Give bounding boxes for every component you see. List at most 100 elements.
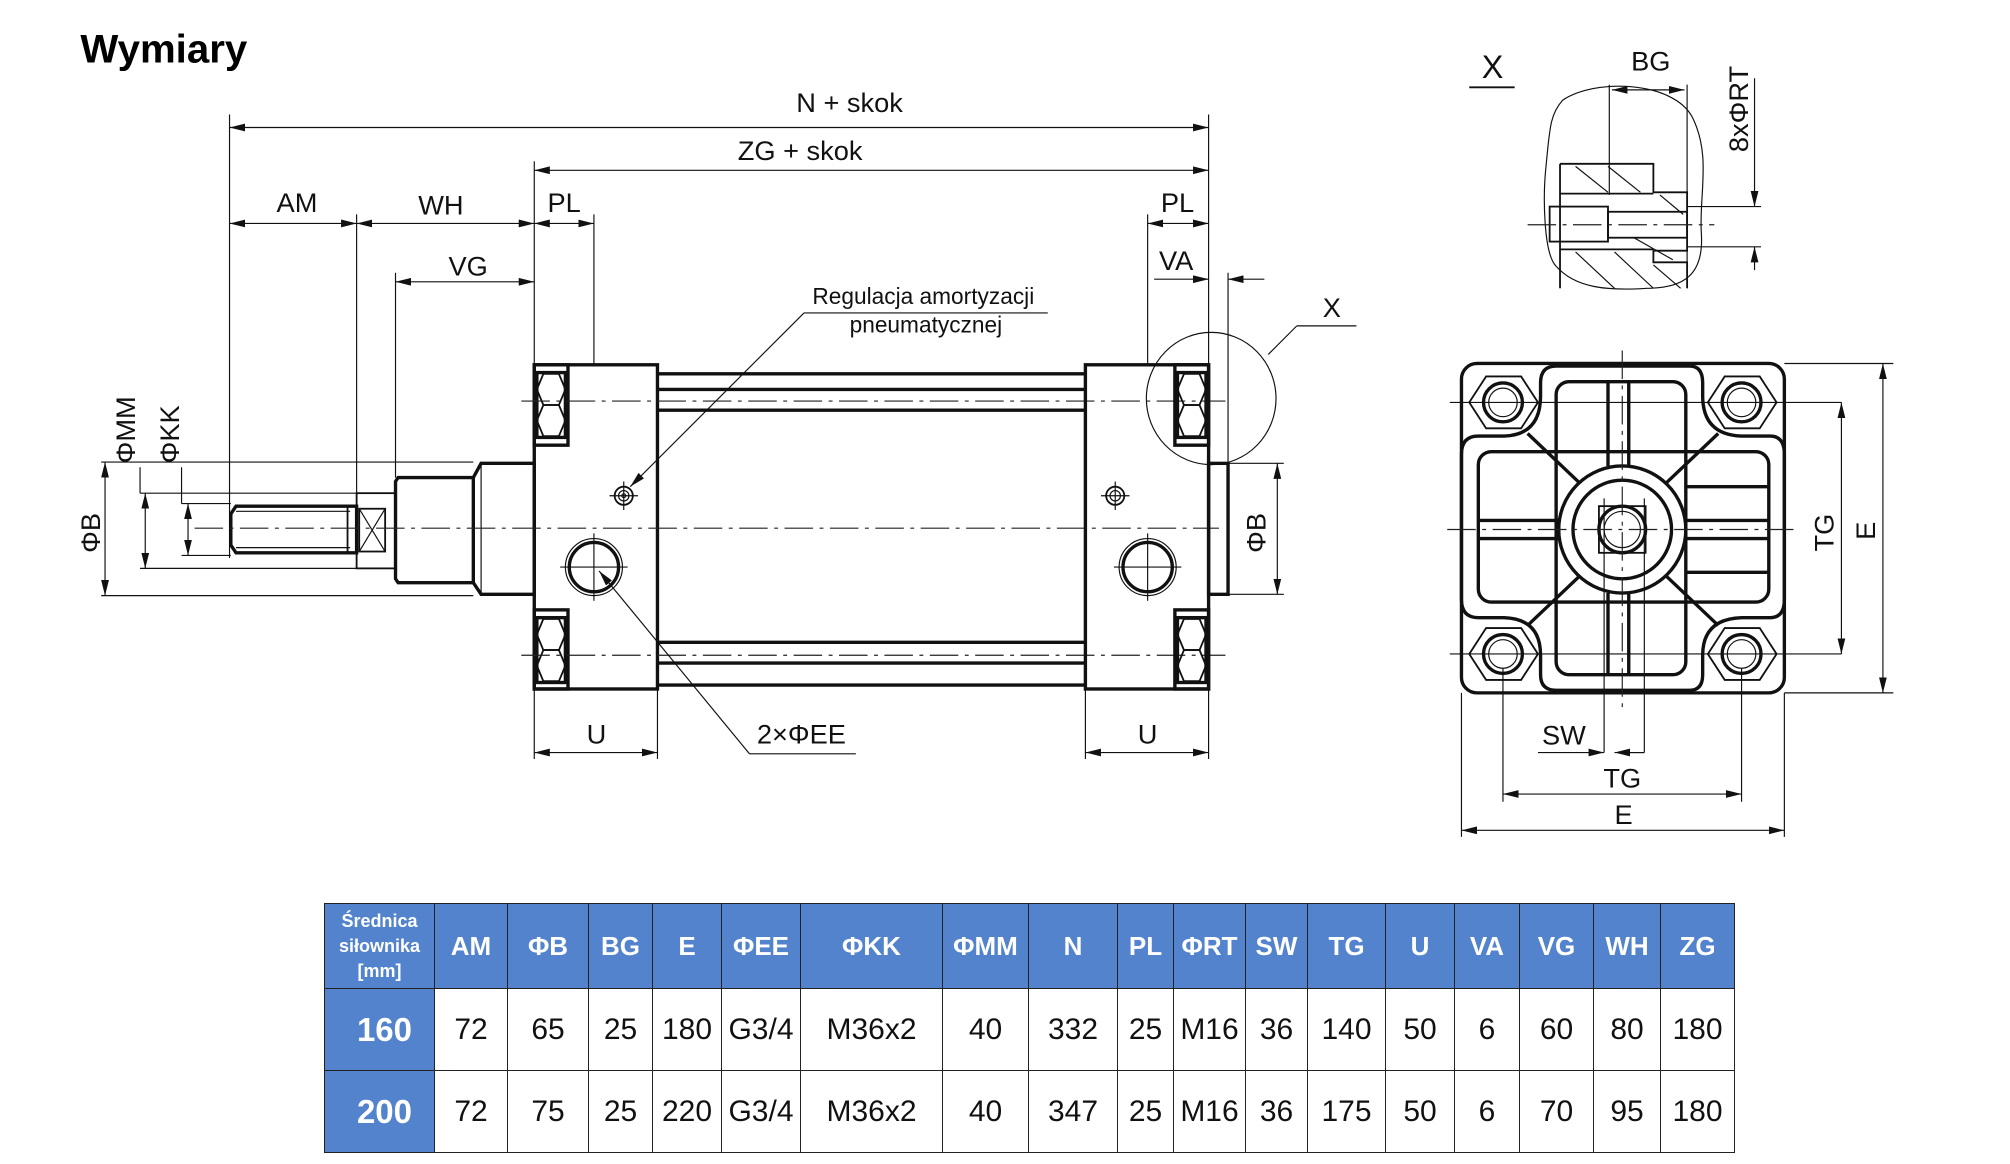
table-cell: 95 <box>1593 1070 1661 1153</box>
dim-b-right-label: ΦB <box>1241 513 1272 553</box>
table-cell: 220 <box>652 1070 722 1153</box>
header-cell-zg: ZG <box>1660 903 1735 989</box>
table-cell: 347 <box>1028 1070 1118 1153</box>
table-cell: 50 <box>1385 988 1455 1071</box>
table-cell: 180 <box>1660 1070 1735 1153</box>
table-cell: 72 <box>434 1070 508 1153</box>
dim-kk-label: ΦKK <box>154 405 185 463</box>
table-cell: M16 <box>1173 988 1246 1071</box>
table-cell: 6 <box>1454 988 1520 1071</box>
header-cell-e: E <box>652 903 722 989</box>
detail-x: X BG 8xΦRT <box>1469 45 1762 290</box>
table-cell: 180 <box>652 988 722 1071</box>
row-diameter-cell: 200 <box>324 1070 435 1153</box>
table-cell: 65 <box>507 988 589 1071</box>
piston-rod <box>229 461 536 597</box>
dim-n-skok-label: N + skok <box>796 87 903 118</box>
header-cell-diameter: Średnica siłownika [mm] <box>324 903 435 989</box>
header-line: [mm] <box>357 960 402 981</box>
end-tg-horizontal-label: TG <box>1603 763 1641 794</box>
front-end-cap <box>532 363 660 691</box>
header-cell-u: U <box>1385 903 1455 989</box>
table-cell: 36 <box>1245 988 1308 1071</box>
row-diameter-cell: 160 <box>324 988 435 1071</box>
cushioning-annotation-line2: pneumatycznej <box>850 311 1003 337</box>
dim-pl-right-label: PL <box>1161 187 1194 218</box>
page-title: Wymiary <box>80 27 247 72</box>
rear-end-cap <box>1083 331 1277 691</box>
header-cell-tg: TG <box>1307 903 1386 989</box>
extension-lines <box>101 114 1284 760</box>
header-cell-mm: ΦMM <box>942 903 1029 989</box>
header-line: Średnica <box>341 910 418 931</box>
dim-b-left-label: ΦB <box>75 513 106 553</box>
detail-bg-label: BG <box>1631 45 1670 76</box>
header-cell-n: N <box>1028 903 1118 989</box>
table-header-row: Średnica siłownika [mm] AM ΦB BG E ΦEE ΦKK… <box>324 903 1735 989</box>
table-cell: 60 <box>1519 988 1594 1071</box>
table-cell: 40 <box>942 1070 1029 1153</box>
header-cell-b: ΦB <box>507 903 589 989</box>
table-cell: 75 <box>507 1070 589 1153</box>
header-cell-pl: PL <box>1117 903 1174 989</box>
table-cell: 180 <box>1660 988 1735 1071</box>
header-cell-kk: ΦKK <box>800 903 943 989</box>
barrel-and-tie-rods <box>194 372 1226 687</box>
table-cell: 25 <box>1117 988 1174 1071</box>
table-cell: G3/4 <box>721 988 801 1071</box>
header-cell-va: VA <box>1454 903 1520 989</box>
dim-u-left-label: U <box>587 718 607 749</box>
header-cell-vg: VG <box>1519 903 1594 989</box>
dim-zg-skok-label: ZG + skok <box>738 135 863 166</box>
table-cell: 25 <box>1117 1070 1174 1153</box>
table-cell: M16 <box>1173 1070 1246 1153</box>
table-cell: M36x2 <box>800 988 943 1071</box>
header-cell-am: AM <box>434 903 508 989</box>
dim-pl-left-label: PL <box>547 187 580 218</box>
header-cell-sw: SW <box>1245 903 1308 989</box>
table-cell: 6 <box>1454 1070 1520 1153</box>
header-cell-bg: BG <box>588 903 653 989</box>
table-cell: 25 <box>588 1070 653 1153</box>
end-e-vertical-label: E <box>1850 522 1881 540</box>
table-cell: 36 <box>1245 1070 1308 1153</box>
dimension-lines <box>101 123 1282 757</box>
dim-u-right-label: U <box>1138 718 1158 749</box>
table-cell: 332 <box>1028 988 1118 1071</box>
dim-am-label: AM <box>277 187 318 218</box>
table-cell: 80 <box>1593 988 1661 1071</box>
table-cell: 40 <box>942 988 1029 1071</box>
dim-va-label: VA <box>1159 245 1194 276</box>
table-cell: 50 <box>1385 1070 1455 1153</box>
tie-rod-nuts <box>1468 375 1778 681</box>
header-cell-wh: WH <box>1593 903 1661 989</box>
dim-ee-label: 2×ΦEE <box>757 718 846 749</box>
dimensions-table: Średnica siłownika [mm] AM ΦB BG E ΦEE ΦKK… <box>324 903 1735 1153</box>
end-tg-vertical-label: TG <box>1809 514 1840 552</box>
table-cell: 25 <box>588 988 653 1071</box>
table-cell: M36x2 <box>800 1070 943 1153</box>
table-cell: 175 <box>1307 1070 1386 1153</box>
side-view: N + skok ZG + skok AM WH PL VG PL VA U U… <box>75 87 1357 760</box>
detail-x-callout-label: X <box>1323 292 1341 323</box>
table-cell: 70 <box>1519 1070 1594 1153</box>
header-cell-rt: ΦRT <box>1173 903 1246 989</box>
detail-x-title: X <box>1482 49 1504 85</box>
end-e-horizontal-label: E <box>1614 799 1632 830</box>
detail-rt-label: 8xΦRT <box>1723 66 1754 152</box>
end-sw-label: SW <box>1542 720 1586 751</box>
header-line: siłownika <box>338 935 421 956</box>
table-cell: 140 <box>1307 988 1386 1071</box>
table-cell: 72 <box>434 988 508 1071</box>
detail-x-circle <box>1145 331 1277 466</box>
dim-mm-label: ΦMM <box>110 396 141 463</box>
dim-wh-label: WH <box>418 189 463 220</box>
cushioning-annotation-line1: Regulacja amortyzacji <box>812 283 1034 309</box>
end-view: TG E SW TG E <box>1447 350 1894 837</box>
table-cell: G3/4 <box>721 1070 801 1153</box>
table-row: 160 72 65 25 180 G3/4 M36x2 40 332 25 M1… <box>324 988 1735 1071</box>
table-row: 200 72 75 25 220 G3/4 M36x2 40 347 25 M1… <box>324 1070 1735 1153</box>
header-cell-ee: ΦEE <box>721 903 801 989</box>
dim-vg-label: VG <box>448 250 487 281</box>
